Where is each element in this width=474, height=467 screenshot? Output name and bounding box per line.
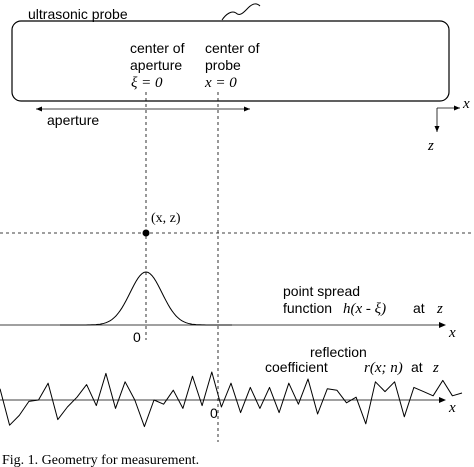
coordinate-x-arrow: [454, 105, 460, 111]
reflection-origin-label: 0: [210, 405, 218, 421]
probe-center-label-line2: probe: [205, 57, 241, 73]
reflection-signal: [0, 371, 463, 428]
aperture-label: aperture: [47, 112, 99, 128]
aperture-center-label-line2: aperture: [130, 57, 182, 73]
reflection-label-line1: reflection: [310, 344, 367, 360]
psf-label-prefix: function: [283, 300, 332, 316]
coordinate-z-label: z: [427, 138, 434, 154]
coordinate-z-arrow: [434, 126, 440, 132]
probe-center-label-line1: center of: [205, 40, 260, 56]
probe-label: ultrasonic probe: [28, 6, 128, 22]
probe-cable: [221, 3, 261, 21]
psf-at: at: [413, 300, 425, 316]
aperture-center-equation: ξ = 0: [131, 75, 163, 91]
psf-axis-arrow: [439, 322, 446, 328]
aperture-arrow-right-head: [244, 106, 250, 112]
point-label: (x, z): [151, 211, 181, 226]
psf-axis-label: x: [448, 325, 456, 341]
reflection-label-prefix: coefficient: [265, 359, 328, 375]
psf-depth: z: [436, 301, 443, 317]
reflection-depth: z: [432, 360, 439, 376]
coordinate-x-label: x: [462, 96, 470, 112]
probe-body: [11, 20, 450, 102]
psf-function: h(x - ξ): [343, 301, 386, 317]
reflection-at: at: [411, 359, 423, 375]
psf-origin-label: 0: [133, 329, 141, 345]
reflection-function: r(x; n): [364, 360, 403, 376]
reflection-axis-label: x: [448, 400, 456, 416]
figure-caption: Fig. 1. Geometry for measurement.: [2, 453, 199, 467]
aperture-center-label-line1: center of: [130, 40, 185, 56]
point-marker: [142, 229, 150, 237]
psf-label-line1: point spread: [283, 283, 360, 299]
aperture-arrow-left-head: [36, 106, 42, 112]
reflection-axis-arrow: [439, 397, 446, 403]
probe-center-equation: x = 0: [204, 75, 237, 91]
